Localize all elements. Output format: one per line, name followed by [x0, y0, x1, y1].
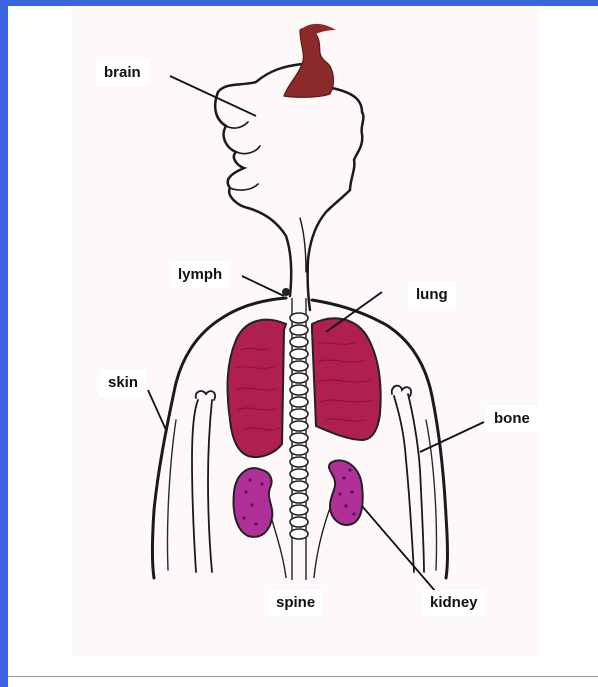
lymph-leader: [242, 276, 284, 296]
label-brain: brain: [96, 60, 149, 86]
kidney-leader: [362, 506, 436, 592]
head-outline: [215, 64, 363, 310]
label-lymph: lymph: [170, 262, 230, 288]
label-skin: skin: [100, 370, 146, 396]
label-spine: spine: [268, 590, 323, 616]
label-bone: bone: [486, 406, 538, 432]
right-lung: [312, 318, 381, 440]
brain-stem: [284, 28, 333, 97]
label-lung: lung: [408, 282, 456, 308]
skin-leader: [148, 390, 166, 430]
right-kidney: [329, 460, 363, 524]
label-kidney: kidney: [422, 590, 486, 616]
brain-leader: [170, 76, 256, 116]
left-kidney: [234, 468, 273, 537]
window-frame-bottom: [8, 676, 598, 677]
spine: [290, 298, 308, 580]
